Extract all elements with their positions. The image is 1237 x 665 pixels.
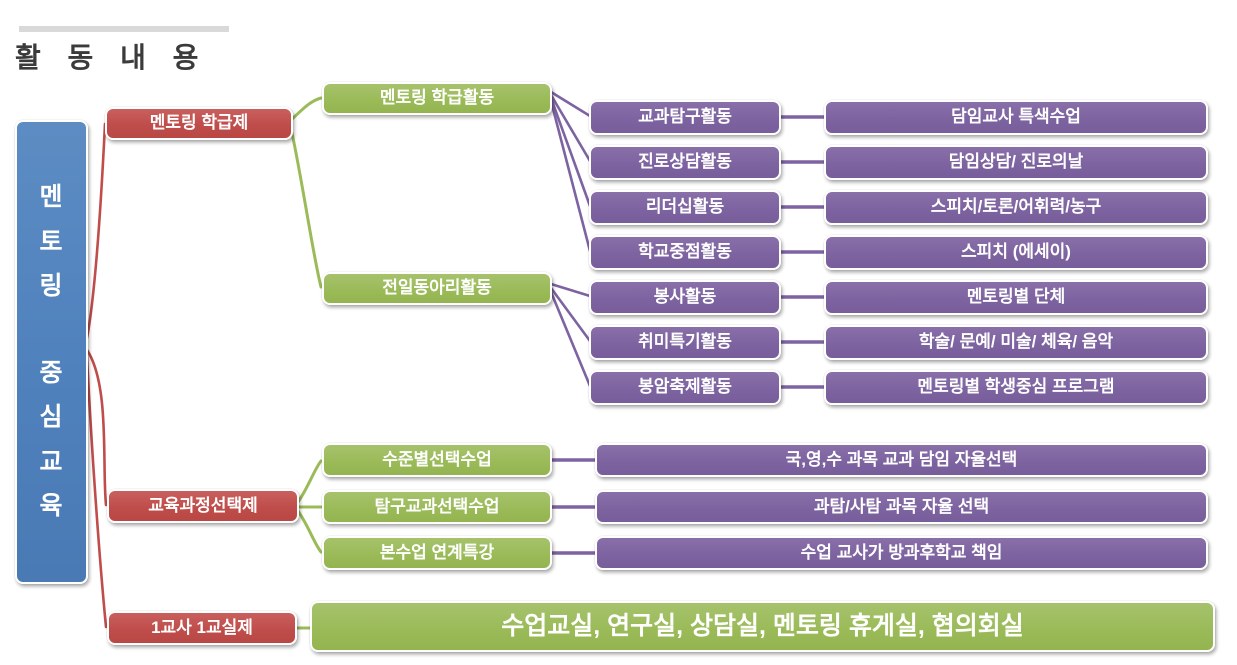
root-node-mentoring-education: 멘 토 링 중 심 교 육 (15, 120, 88, 584)
connector-class-activity-2 (549, 93, 592, 163)
connector-club-activity-6 (549, 286, 592, 343)
connector-class-activity-4 (549, 99, 592, 253)
curriculum-level-based-class: 수준별선택수업 (322, 443, 552, 477)
activity-bongam-festival: 봉암축제활동 (589, 370, 781, 405)
activity-subject-exploration: 교과탐구활동 (589, 100, 781, 135)
connector-class-activity-3 (549, 96, 592, 208)
activity-volunteer: 봉사활동 (589, 280, 781, 315)
root-node-label-top: 멘 토 링 (39, 183, 64, 301)
root-node-label-bottom: 중 심 교 육 (39, 358, 64, 521)
activity-hobby-specialty: 취미특기활동 (589, 325, 781, 360)
detail-science-social-free-choice: 과탐/사탐 과목 자율 선택 (595, 490, 1208, 524)
title-accent-bar (19, 26, 229, 32)
connector-club-activity-5 (549, 282, 592, 298)
connector-class-activity-1 (549, 90, 592, 118)
detail-mentoring-group-org: 멘토링별 단체 (824, 280, 1208, 315)
connector-root-classroom (85, 354, 108, 629)
connector-curriculum-level (296, 459, 323, 504)
detail-student-centered-program: 멘토링별 학생중심 프로그램 (824, 370, 1208, 405)
detail-speech-debate-vocab-basketball: 스피치/토론/어휘력/농구 (824, 190, 1208, 225)
detail-academic-arts-sports-music: 학술/ 문예/ 미술/ 체육/ 음악 (824, 325, 1208, 360)
branch-curriculum-choice-system: 교육과정선택제 (107, 489, 299, 523)
detail-classroom-facilities: 수업교실, 연구실, 상담실, 멘토링 휴게실, 협의회실 (310, 601, 1215, 652)
detail-speech-essay: 스피치 (에세이) (824, 235, 1208, 270)
detail-kor-eng-math-free-choice: 국,영,수 과목 교과 담임 자율선택 (595, 443, 1208, 477)
branch-one-teacher-one-classroom: 1교사 1교실제 (107, 611, 297, 645)
connector-mentoring-club (290, 131, 323, 289)
detail-afterschool-teacher-responsibility: 수업 교사가 방과후학교 책임 (595, 536, 1208, 570)
curriculum-linked-special-lecture: 본수업 연계특강 (322, 536, 552, 570)
group-allday-club-activity: 전일동아리활동 (322, 272, 552, 305)
branch-mentoring-class-system: 멘토링 학급제 (105, 107, 293, 140)
activity-career-counseling: 진로상담활동 (589, 145, 781, 180)
activity-leadership: 리더십활동 (589, 190, 781, 225)
curriculum-exploration-subject-class: 탐구교과선택수업 (322, 490, 552, 524)
connector-root-mentoring (85, 122, 107, 340)
connector-mentoring-class (290, 96, 323, 121)
connector-curriculum-lecture (296, 509, 323, 554)
activity-school-focus: 학교중점활동 (589, 235, 781, 270)
detail-homeroom-special-class: 담임교사 특색수업 (824, 100, 1208, 135)
detail-homeroom-counsel-career-day: 담임상담/ 진로의날 (824, 145, 1208, 180)
group-mentoring-class-activity: 멘토링 학급활동 (322, 82, 552, 115)
connector-root-curriculum (85, 348, 108, 507)
page-title: 활 동 내 용 (15, 42, 204, 73)
connector-club-activity-7 (549, 290, 592, 388)
